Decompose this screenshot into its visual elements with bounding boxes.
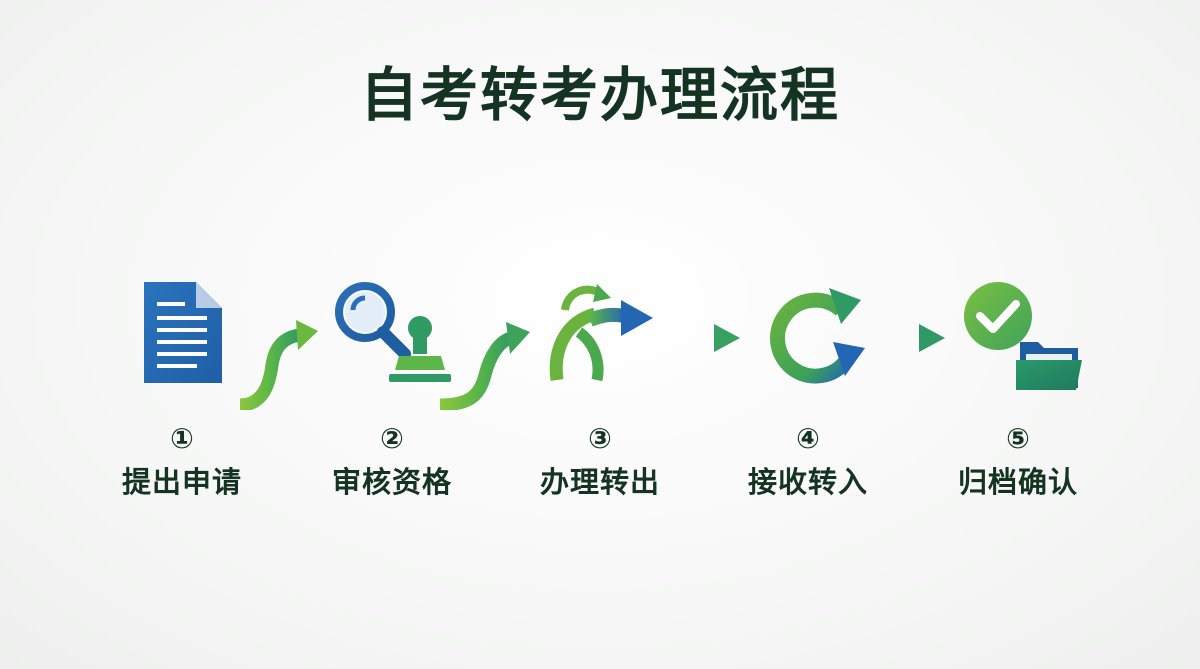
step-3: ③ 办理转出	[500, 422, 700, 502]
step-5: ⑤ 归档确认	[918, 422, 1118, 502]
step-2: ② 审核资格	[292, 422, 492, 502]
step-number: ⑤	[1006, 422, 1030, 455]
flow-arrowhead-3	[714, 324, 740, 352]
flow-arrowhead-1	[296, 320, 318, 350]
page-title: 自考转考办理流程	[359, 61, 840, 129]
check-folder-icon	[964, 282, 1082, 390]
document-icon	[144, 282, 222, 383]
step-number: ②	[380, 422, 404, 455]
step-label: 审核资格	[331, 465, 452, 499]
step-4: ④ 接收转入	[708, 422, 908, 502]
step-number: ①	[170, 422, 194, 455]
transfer-out-icon	[549, 284, 653, 382]
circular-arrow-icon	[769, 288, 865, 384]
step-number: ③	[588, 422, 612, 455]
flow-curve-2	[439, 331, 514, 410]
step-number: ④	[796, 422, 820, 455]
flow-arrowhead-2	[506, 322, 530, 354]
flow-arrowhead-4	[919, 324, 945, 352]
step-label: 归档确认	[957, 465, 1078, 499]
flow-path	[115, 320, 945, 410]
flow-curve-1	[239, 328, 302, 410]
step-label: 提出申请	[121, 465, 242, 499]
step-1: ① 提出申请	[82, 422, 282, 502]
magnifier-stamp-icon	[335, 282, 451, 382]
step-label: 接收转入	[747, 465, 868, 499]
step-label: 办理转出	[539, 465, 660, 499]
